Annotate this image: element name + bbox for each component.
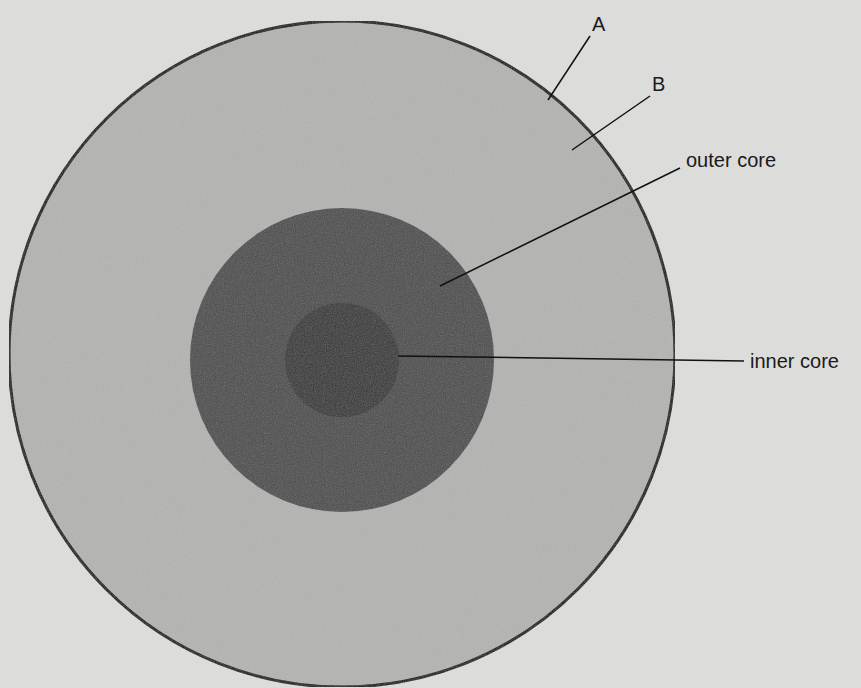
outer-core-circle xyxy=(190,208,494,512)
leader-line xyxy=(440,168,680,286)
leader-line xyxy=(572,96,650,150)
leader-line xyxy=(548,36,590,100)
crust-mantle-circle xyxy=(9,21,675,687)
part-label: outer core xyxy=(686,149,776,171)
inner-core-circle xyxy=(285,303,399,417)
part-label: A xyxy=(592,13,605,35)
part-label: B xyxy=(652,73,665,95)
leader-line xyxy=(398,356,744,361)
part-label: inner core xyxy=(750,350,839,372)
